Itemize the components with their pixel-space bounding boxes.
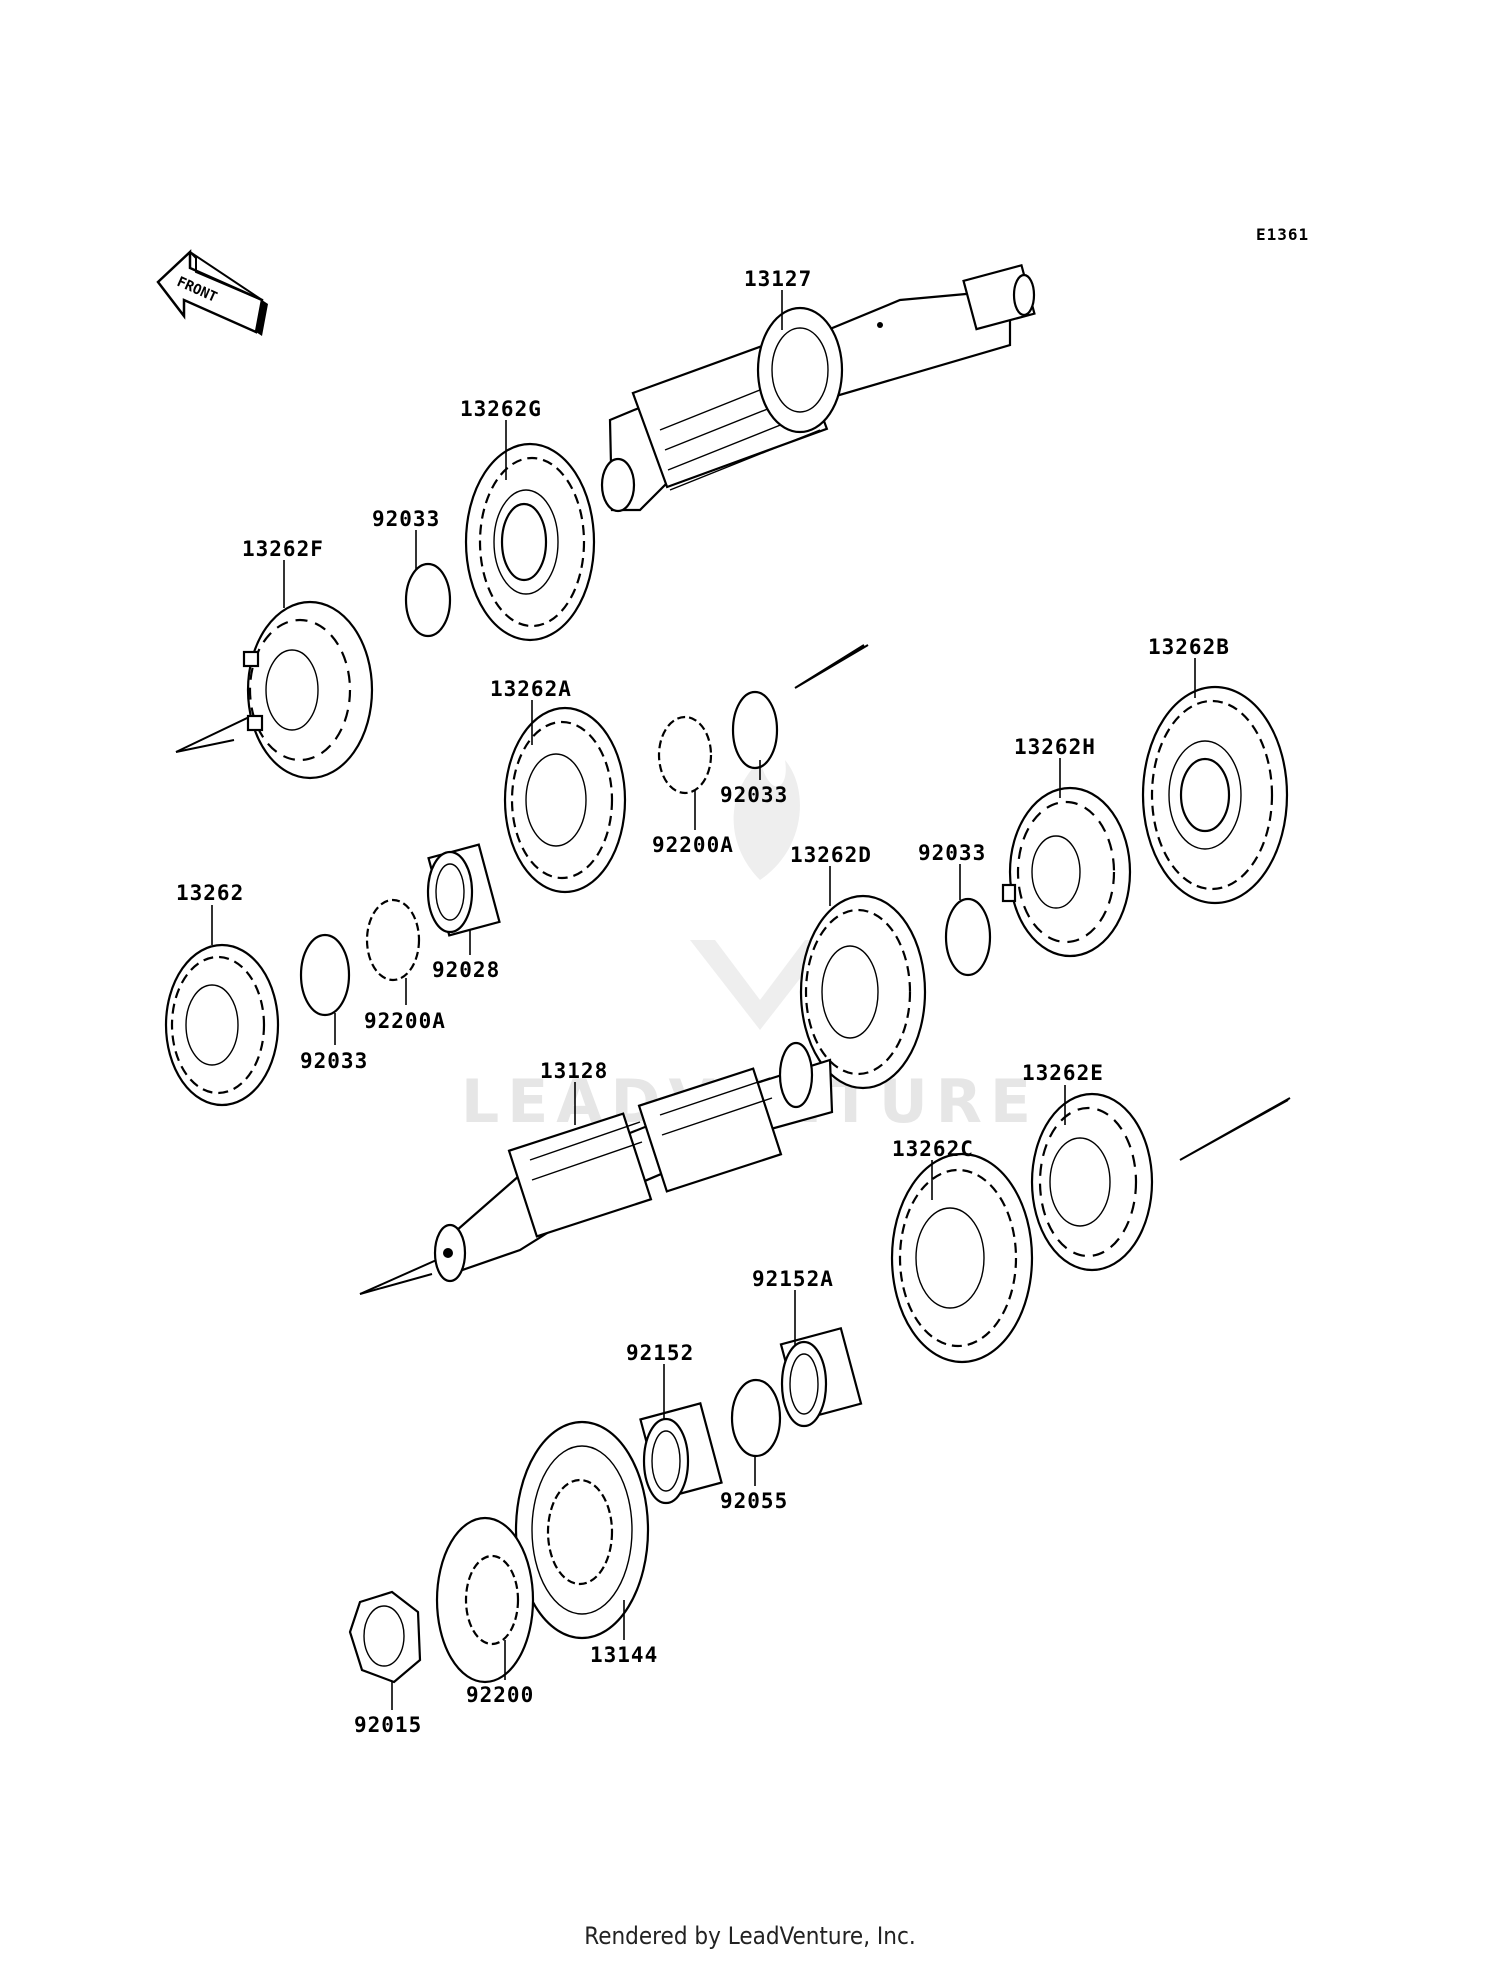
needle-bearing-92028	[426, 843, 501, 937]
part-label: 92033	[720, 783, 788, 807]
part-label: 92055	[720, 1489, 788, 1513]
o-ring-92055	[730, 1378, 782, 1458]
part-label: 92033	[300, 1049, 368, 1073]
part-label: 92200A	[652, 833, 734, 857]
main-shaft-13127	[600, 263, 1036, 513]
gear-13262b	[1141, 685, 1289, 905]
part-label: 92200A	[364, 1009, 446, 1033]
part-label: 13262A	[490, 677, 572, 701]
sprocket-13144	[514, 1420, 650, 1640]
gear-13262e	[1030, 1092, 1154, 1272]
front-arrow-icon: FRONT	[156, 249, 268, 336]
part-label: 13262F	[242, 537, 324, 561]
gear-13262c	[890, 1152, 1034, 1364]
part-label: 92152A	[752, 1267, 834, 1291]
part-label: 13127	[744, 267, 812, 291]
part-label: 92015	[354, 1713, 422, 1737]
gear-13262	[164, 943, 280, 1107]
bushing-92152	[639, 1402, 723, 1505]
part-label: 13144	[590, 1643, 658, 1667]
gear-13262g	[464, 442, 596, 642]
washer-92200	[435, 1516, 535, 1684]
gear-13262d	[799, 894, 927, 1090]
circlip-92033-top	[404, 562, 452, 638]
bushing-92152a	[779, 1326, 863, 1428]
part-label: 13262C	[892, 1137, 974, 1161]
part-label: 13262D	[790, 843, 872, 867]
circlip-92033-lower-left	[299, 933, 351, 1017]
part-label: 13262G	[460, 397, 542, 421]
part-label: 13262E	[1022, 1061, 1104, 1085]
washer-92200a-upper	[657, 715, 713, 795]
gear-13262a	[503, 706, 627, 894]
leader-lines	[211, 290, 1196, 1710]
circlip-92033-mid-right	[944, 897, 992, 977]
gear-13262h	[1001, 786, 1132, 958]
drive-shaft-13128	[433, 1041, 834, 1283]
part-label: 92033	[918, 841, 986, 865]
washer-92200a-lower	[365, 898, 421, 982]
diagram-code: E1361	[1256, 225, 1309, 244]
gear-13262f	[242, 600, 374, 780]
nut-92015	[348, 1590, 422, 1684]
part-labels: 13127 13262G 92033 13262F 13262A 92033 9…	[176, 267, 1230, 1737]
part-label: 13262	[176, 881, 244, 905]
part-label: 92200	[466, 1683, 534, 1707]
part-label: 13128	[540, 1059, 608, 1083]
part-label: 13262B	[1148, 635, 1230, 659]
circlip-92033-upper-right	[731, 690, 779, 770]
part-label: 13262H	[1014, 735, 1096, 759]
axis-lines	[175, 644, 1291, 1295]
part-label: 92152	[626, 1341, 694, 1365]
footer-credit: Rendered by LeadVenture, Inc.	[584, 1922, 916, 1950]
part-label: 92028	[432, 958, 500, 982]
part-label: 92033	[372, 507, 440, 531]
